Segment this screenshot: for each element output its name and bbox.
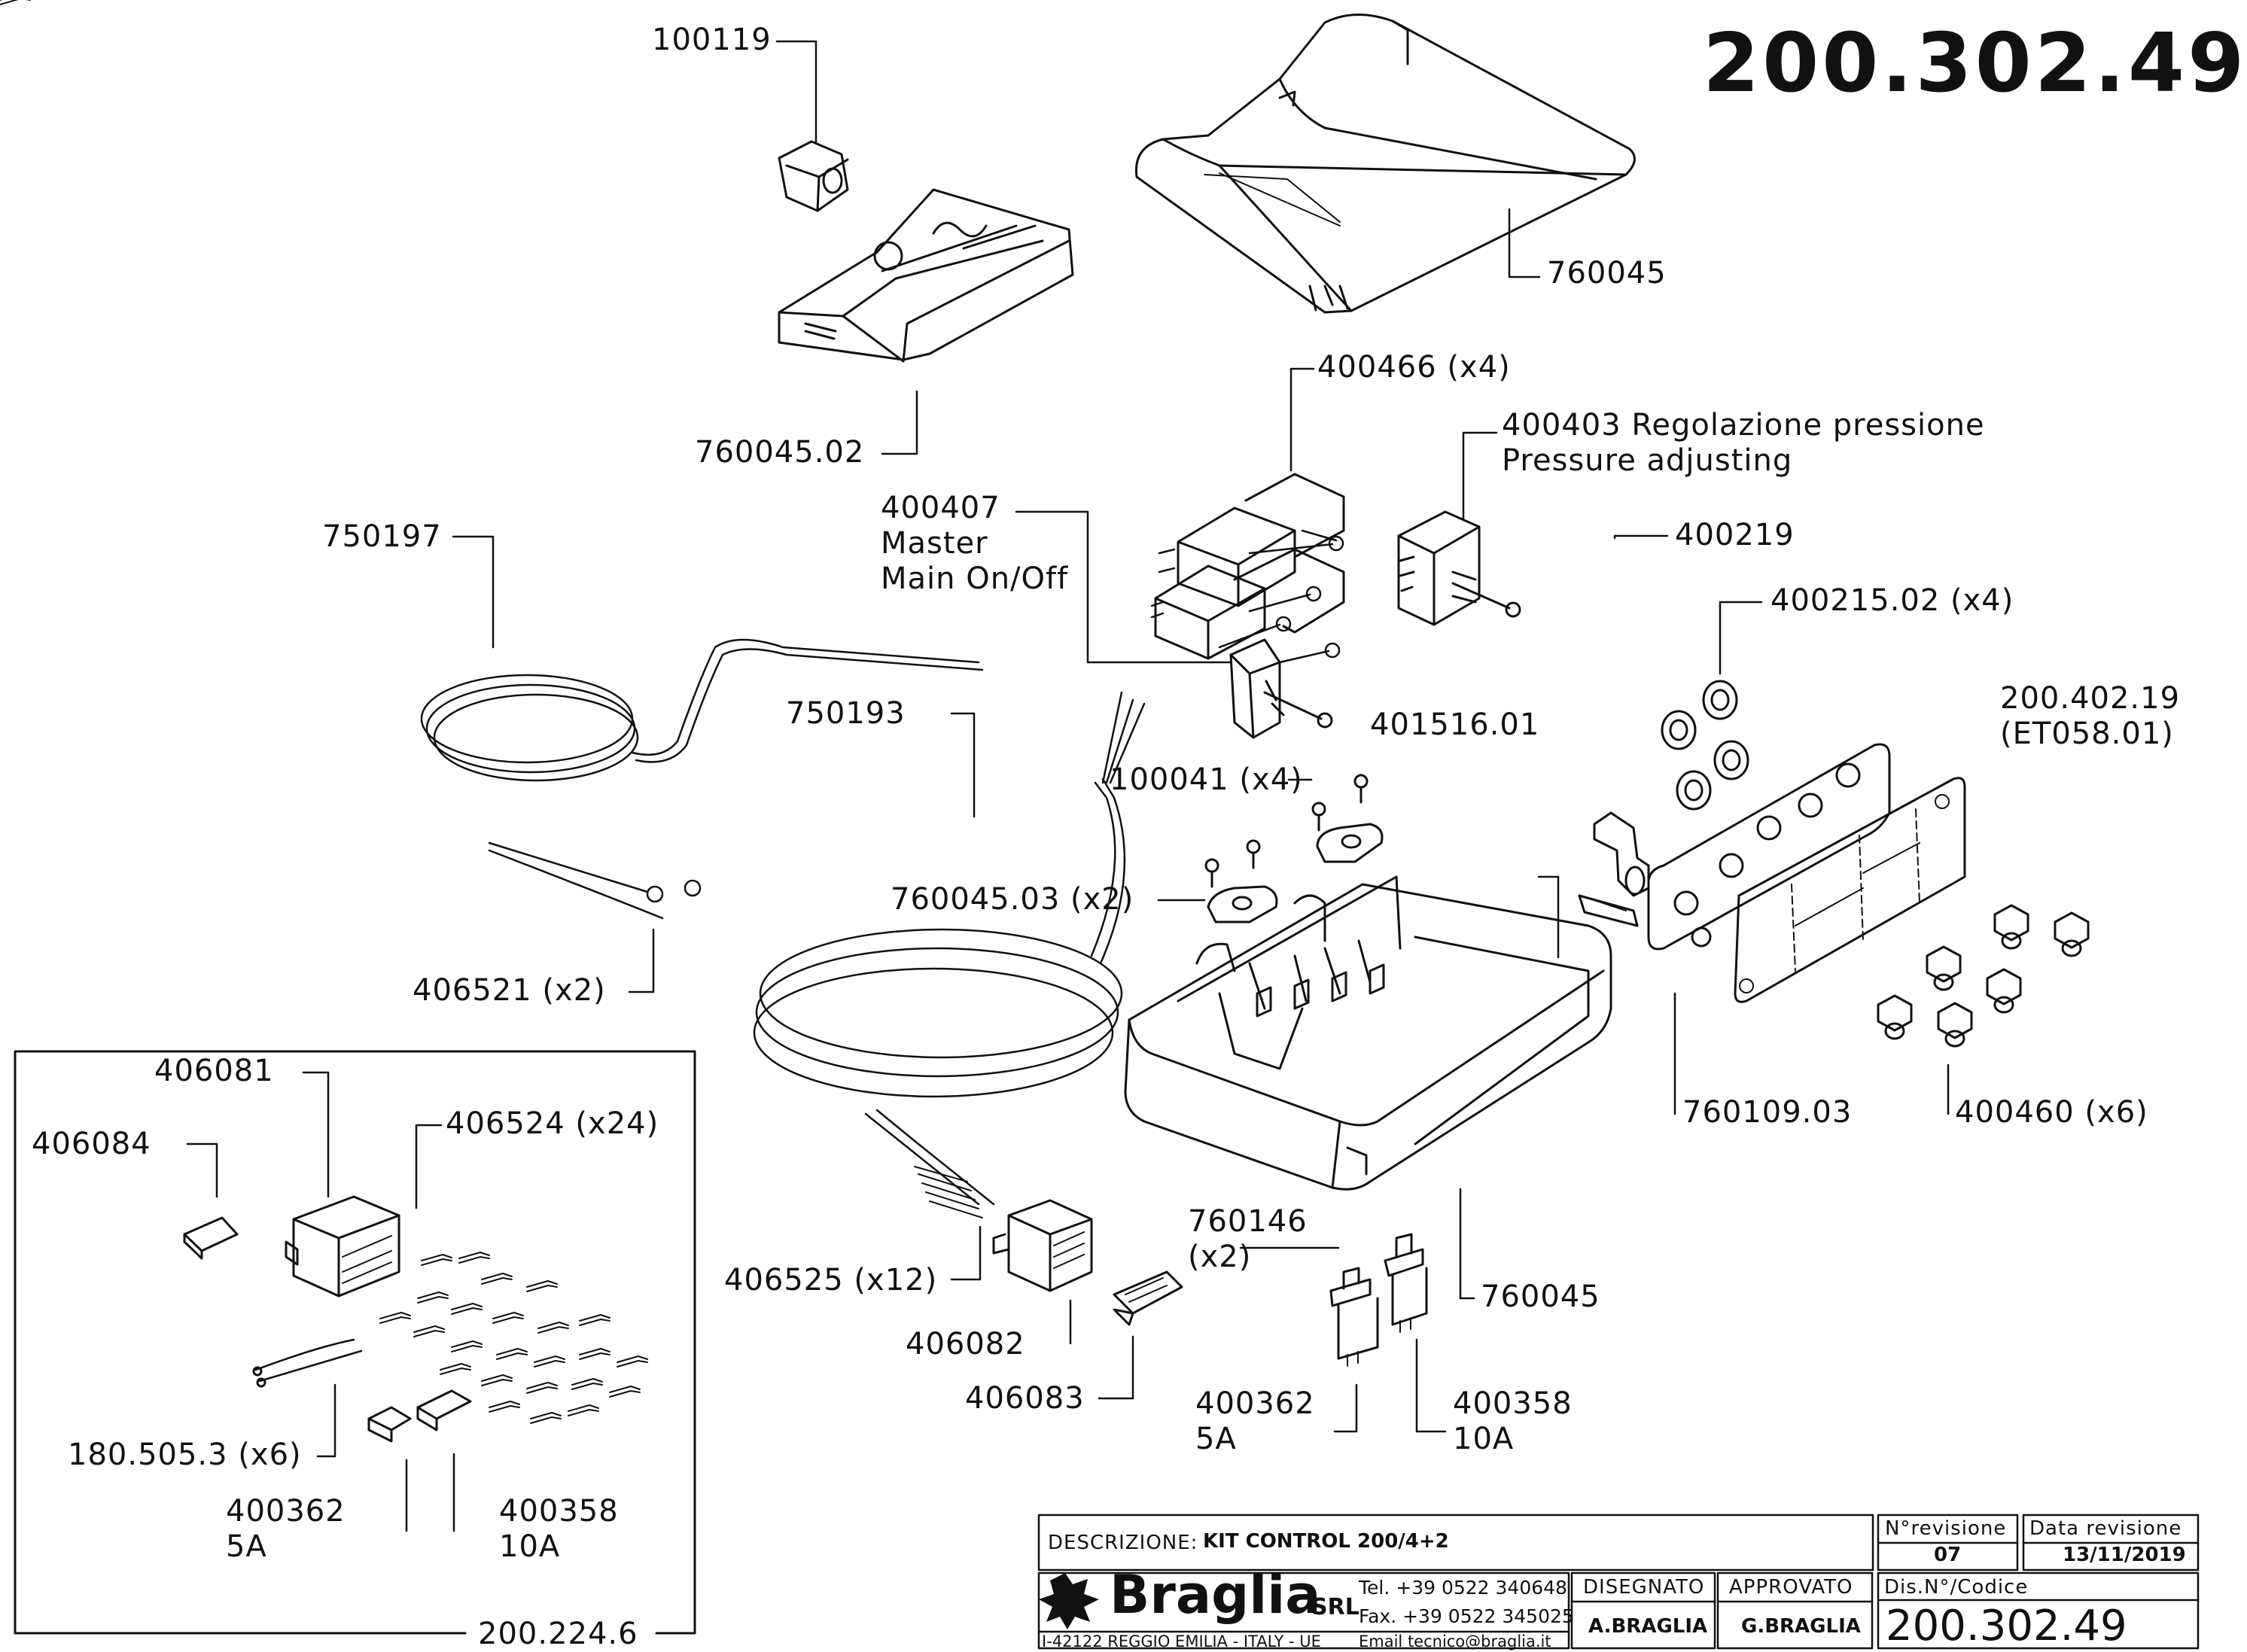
callout-400358-right: 400358 10A <box>1453 1386 1573 1457</box>
panel-plate-part <box>1647 743 1966 1003</box>
bracket-and-fuse-part <box>1578 811 1650 927</box>
cable-pins-part <box>914 1166 983 1218</box>
callout-400460: 400460 (x6) <box>1955 1095 2148 1130</box>
approved-by-label: APPROVATO <box>1729 1576 1853 1599</box>
screws-and-clamps-part <box>1204 774 1384 923</box>
callout-200-224-6: 200.224.6 <box>478 1617 638 1651</box>
callout-400219: 400219 <box>1675 518 1795 552</box>
company-name: Braglia <box>1110 1564 1321 1626</box>
description-value: KIT CONTROL 200/4+2 <box>1203 1530 1449 1553</box>
kit-box-frame <box>14 1050 696 1635</box>
crimp-pin-array <box>0 0 648 1424</box>
title-block-frame <box>1037 1514 2200 1650</box>
callout-750193: 750193 <box>786 696 906 731</box>
callout-760045-03: 760045.03 (x2) <box>891 882 1134 917</box>
callout-760109-03: 760109.03 <box>1682 1095 1853 1130</box>
revision-label: N°revisione <box>1885 1517 2007 1540</box>
callout-400362-right: 400362 5A <box>1195 1386 1315 1457</box>
callout-400362-left: 400362 5A <box>226 1494 346 1565</box>
callout-760146: 760146 (x2) <box>1188 1204 1308 1275</box>
bottom-housing-part <box>1124 875 1612 1191</box>
callout-100041: 100041 (x4) <box>1110 762 1303 797</box>
callout-180-505-3: 180.505.3 (x6) <box>68 1438 302 1472</box>
actuator-parts <box>1329 1233 1428 1367</box>
callout-400215-02: 400215.02 (x4) <box>1771 583 2014 618</box>
callout-406525: 406525 (x12) <box>724 1263 938 1298</box>
knob-part <box>778 140 849 212</box>
kit-contents-part <box>183 1195 472 1443</box>
push-button-set-part <box>1877 904 2090 1048</box>
company-fax: Fax. +39 0522 345025 <box>1359 1605 1574 1627</box>
revision-date-value: 13/11/2019 <box>2063 1544 2186 1566</box>
callout-400358-left: 400358 10A <box>499 1494 619 1565</box>
cable-750193-part <box>753 691 1146 1206</box>
revision-value: 07 <box>1934 1544 1962 1566</box>
braglia-logo-icon <box>1039 1573 1099 1629</box>
master-switch-part <box>1229 638 1333 739</box>
handle-bracket-part <box>778 188 1074 363</box>
company-suffix: SRL <box>1311 1594 1359 1620</box>
callout-406081: 406081 <box>154 1054 274 1088</box>
leader-lines <box>186 40 1950 1532</box>
callout-406084: 406084 <box>32 1127 151 1161</box>
drawn-by-label: DISEGNATO <box>1583 1576 1705 1599</box>
company-address: I-42122 REGGIO EMILIA - ITALY - UE <box>1042 1632 1321 1650</box>
description-label: DESCRIZIONE: <box>1048 1532 1198 1554</box>
callout-760045-02: 760045.02 <box>695 435 865 470</box>
revision-date-label: Data revisione <box>2029 1517 2182 1540</box>
company-email: Email tecnico@braglia.it <box>1359 1632 1551 1650</box>
toggle-switch-cluster <box>1150 473 1345 664</box>
callout-750197: 750197 <box>322 519 442 554</box>
callout-100119: 100119 <box>652 23 772 57</box>
callout-406082: 406082 <box>906 1327 1025 1361</box>
company-tel: Tel. +39 0522 340648 <box>1359 1577 1567 1599</box>
approved-by-value: G.BRAGLIA <box>1741 1615 1861 1638</box>
callout-200-402-19: 200.402.19 (ET058.01) <box>2000 681 2181 752</box>
pressure-switch-part <box>1397 510 1521 626</box>
exploded-parts-drawing <box>0 0 2200 1650</box>
nut-set-part <box>1661 680 1749 811</box>
drawing-code-value: 200.302.49 <box>1886 1602 2127 1650</box>
callout-400466: 400466 (x4) <box>1317 350 1511 385</box>
drawing-number: 200.302.49 <box>1703 17 2247 111</box>
callout-406524: 406524 (x24) <box>446 1106 659 1141</box>
callout-400407: 400407 Master Main On/Off <box>881 491 1069 597</box>
drawn-by-value: A.BRAGLIA <box>1588 1615 1708 1638</box>
callout-406521: 406521 (x2) <box>413 973 606 1008</box>
drawing-code-label: Dis.N°/Codice <box>1884 1576 2029 1599</box>
top-cover-part <box>1134 14 1636 314</box>
callout-400403: 400403 Regolazione pressione Pressure ad… <box>1502 408 1985 479</box>
connector-parts <box>992 1199 1183 1326</box>
callout-760045-top: 760045 <box>1547 256 1667 291</box>
cable-750197-part <box>420 638 984 920</box>
callout-406083: 406083 <box>965 1381 1085 1416</box>
callout-760045-bottom: 760045 <box>1481 1279 1600 1314</box>
callout-401516-01: 401516.01 <box>1370 707 1540 742</box>
